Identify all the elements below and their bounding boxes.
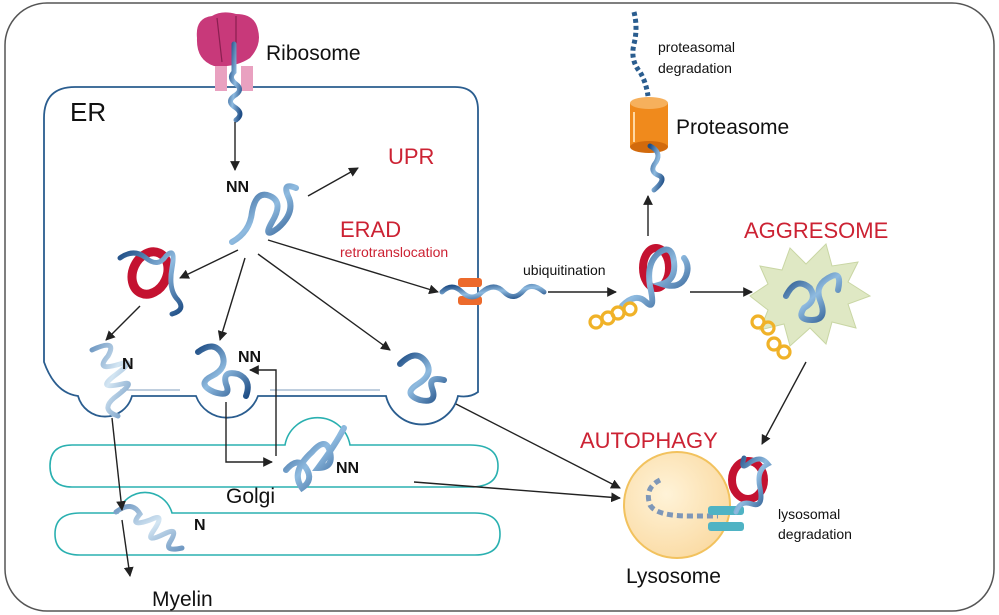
- ribosome-small-subunit: [215, 66, 227, 91]
- lysosome: [623, 451, 731, 559]
- pathway-arrows: [105, 122, 807, 577]
- label-lysosomal-1: lysosomal: [778, 506, 840, 522]
- degraded-peptide: [630, 11, 651, 97]
- label-autophagy: AUTOPHAGY: [580, 428, 718, 453]
- protein-misfolded-left: [89, 342, 131, 419]
- ubiquitin-chain-left: [588, 301, 638, 330]
- protein-vesicle-nn: [195, 343, 251, 399]
- label-nn-vesicle: NN: [238, 349, 261, 366]
- label-n-golgi: N: [194, 517, 206, 534]
- label-myelin: Myelin: [152, 588, 213, 611]
- lysosome-peptide: [645, 477, 718, 519]
- ubiquitin-chain-aggresome: [750, 314, 792, 360]
- label-aggresome: AGGRESOME: [744, 218, 888, 243]
- protein-entering-proteasome: [647, 143, 665, 193]
- label-retrotranslocation: retrotranslocation: [340, 244, 448, 260]
- label-proteasome: Proteasome: [676, 116, 789, 139]
- protein-golgi-nn: [283, 425, 347, 493]
- protein-lysosome-entry: [733, 455, 772, 515]
- protein-ubiquitinated: [619, 246, 691, 309]
- golgi-cisterna-upper: [49, 416, 499, 488]
- chaperone-red-left: [127, 247, 173, 299]
- chaperone-red-ubiq: [639, 244, 673, 292]
- label-proteasomal-1: proteasomal: [658, 39, 735, 55]
- protein-folding-center: [229, 183, 299, 245]
- protein-retrotranslocating: [439, 284, 547, 300]
- protein-aggregated: [783, 272, 843, 324]
- label-proteasomal-2: degradation: [658, 60, 732, 76]
- label-lysosome: Lysosome: [626, 565, 721, 588]
- ribosome: [196, 12, 259, 91]
- protein-golgi-light: [113, 504, 185, 552]
- protein-chaperone-left: [117, 250, 184, 317]
- protein-er-right: [397, 352, 447, 404]
- label-upr: UPR: [388, 144, 434, 169]
- golgi-cisterna-lower: [54, 491, 501, 556]
- label-ribosome: Ribosome: [266, 42, 361, 65]
- label-nn-golgi: NN: [336, 460, 359, 477]
- label-golgi: Golgi: [226, 485, 275, 508]
- label-n-left: N: [122, 356, 134, 373]
- label-erad: ERAD: [340, 217, 401, 242]
- label-lysosomal-2: degradation: [778, 526, 852, 542]
- ribosome-large-subunit: [196, 12, 259, 67]
- label-er: ER: [70, 97, 106, 127]
- label-nn-top: NN: [226, 179, 249, 196]
- label-ubiquitination: ubiquitination: [523, 262, 606, 278]
- nascent-chain: [228, 41, 243, 123]
